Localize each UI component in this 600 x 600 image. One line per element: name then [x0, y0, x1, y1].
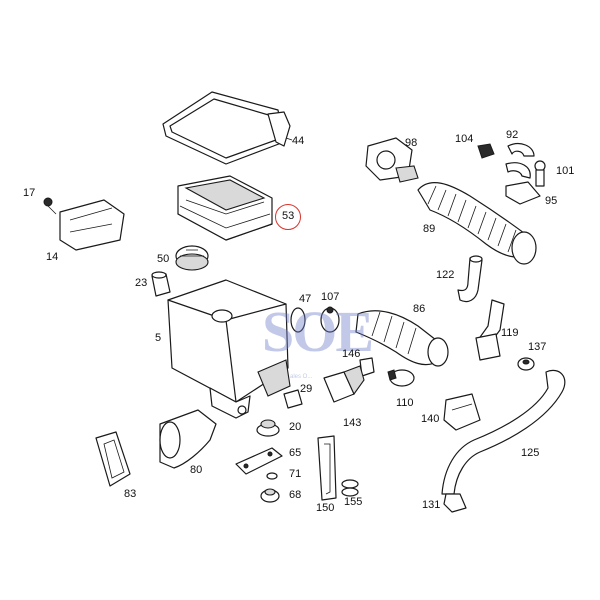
- callout-95: 95: [545, 195, 558, 207]
- callout-137: 137: [528, 341, 547, 353]
- bent-hose-119: [475, 299, 505, 361]
- callout-29: 29: [300, 383, 313, 395]
- intake-duct-80: [159, 409, 217, 469]
- plate-65: [235, 447, 283, 475]
- air-cleaner-housing: [167, 279, 291, 419]
- intake-hose-corrugated: [417, 181, 537, 265]
- grommet-20: [256, 419, 280, 437]
- part-53-highlight-ring: [275, 204, 301, 230]
- watermark-logo-text: SOE: [262, 299, 374, 364]
- callout-155: 155: [344, 496, 363, 508]
- air-mass-sensor: [365, 137, 419, 183]
- bracket-140: [443, 393, 481, 431]
- callout-98: 98: [405, 137, 418, 149]
- watermark-logo: SOE ales O...: [262, 298, 382, 408]
- callout-104: 104: [455, 133, 474, 145]
- small-fittings-top-right: [477, 143, 546, 205]
- callout-143: 143: [343, 417, 362, 429]
- callout-83: 83: [124, 488, 137, 500]
- callout-125: 125: [521, 447, 540, 459]
- callout-119: 119: [501, 327, 519, 339]
- callout-68: 68: [289, 489, 302, 501]
- callout-71: 71: [289, 468, 302, 480]
- callout-89: 89: [423, 223, 436, 235]
- callout-65: 65: [289, 447, 302, 459]
- cap-137: [517, 357, 535, 371]
- grommet-71: [266, 472, 278, 480]
- grommet-68: [260, 488, 280, 503]
- callout-140: 140: [421, 413, 440, 425]
- bracket-assembly: [43, 197, 125, 251]
- resonator-hose: [355, 310, 449, 367]
- air-cleaner-cover: [162, 91, 293, 165]
- callout-50: 50: [157, 253, 170, 265]
- watermark-sub-text: ales O...: [290, 374, 313, 380]
- clip-29: [283, 389, 303, 409]
- callout-47: 47: [299, 293, 312, 305]
- callout-110: 110: [396, 397, 414, 409]
- callout-23: 23: [135, 277, 148, 289]
- breather-hose-125: [441, 369, 566, 495]
- hose-clamp-110: [387, 369, 415, 387]
- seal-strip-150: [317, 435, 337, 501]
- clamps-47-107: [290, 306, 340, 333]
- callout-150: 150: [316, 502, 335, 514]
- intake-grille-83: [95, 431, 131, 487]
- callout-17: 17: [23, 187, 36, 199]
- callout-131: 131: [422, 499, 441, 511]
- callout-122: 122: [436, 269, 455, 281]
- callout-80: 80: [190, 464, 203, 476]
- callout-92: 92: [506, 129, 519, 141]
- end-cap-131: [443, 493, 467, 513]
- callout-5: 5: [155, 332, 162, 344]
- callout-86: 86: [413, 303, 426, 315]
- temperature-sensor: [323, 357, 375, 403]
- callout-101: 101: [556, 165, 575, 177]
- callout-146: 146: [342, 348, 361, 360]
- elbow-hose-122: [457, 255, 483, 303]
- callout-107: 107: [321, 291, 340, 303]
- grommet-50: [175, 245, 209, 271]
- callout-14: 14: [46, 251, 59, 263]
- callout-53: 53: [282, 210, 295, 222]
- grommet-155: [341, 479, 359, 497]
- callout-20: 20: [289, 421, 302, 433]
- plug-23: [151, 271, 171, 297]
- air-filter-element: [177, 175, 273, 241]
- callout-44: 44: [292, 135, 305, 147]
